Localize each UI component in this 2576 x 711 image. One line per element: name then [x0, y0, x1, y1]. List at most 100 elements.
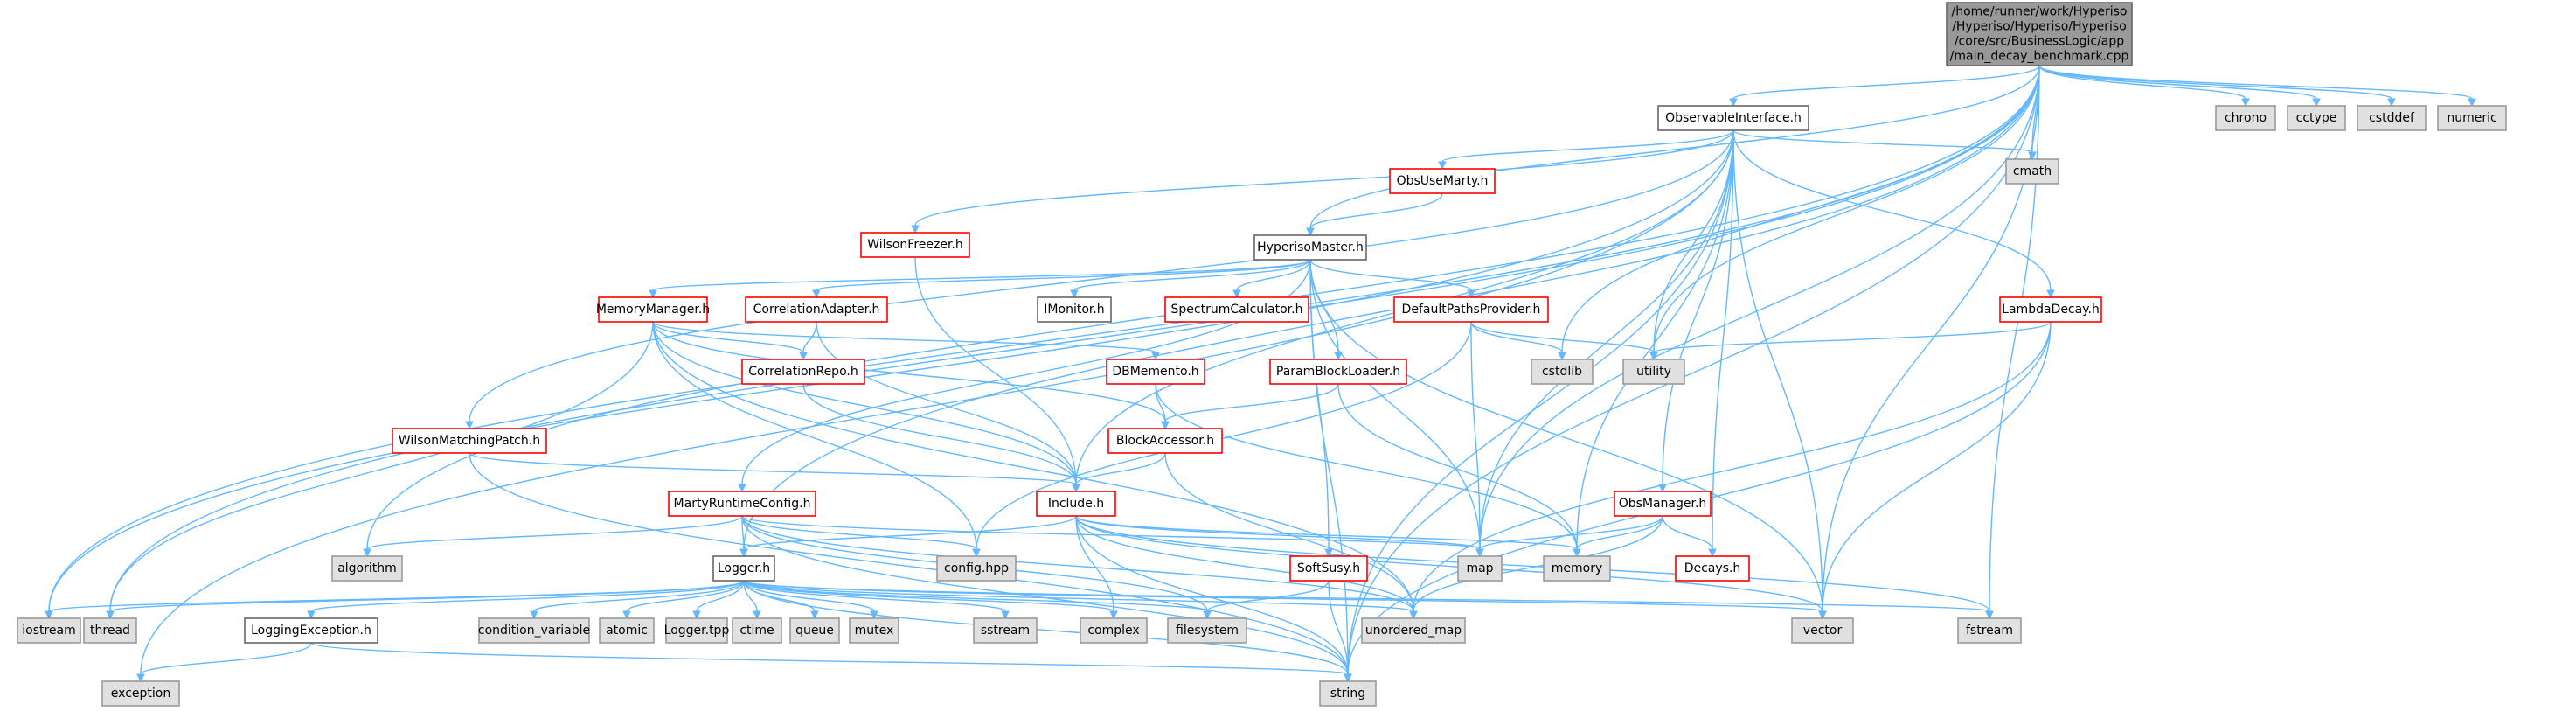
node-label-CorrelationRepo: CorrelationRepo.h: [748, 365, 858, 379]
node-map: map: [1457, 555, 1503, 582]
node-cstddef: cstddef: [2357, 105, 2427, 131]
node-box-unordered_map: [1361, 617, 1466, 644]
edge-Logger-to-condition_variable: [533, 580, 745, 612]
edge-main-to-cstddef: [2038, 65, 2392, 100]
node-memory: memory: [1543, 555, 1611, 582]
edge-ObservableInterface-to-memory: [1576, 129, 1734, 550]
edge-HyperisoMaster-to-SpectrumCalculator: [1236, 259, 1311, 291]
node-DBMemento[interactable]: DBMemento.h: [1106, 359, 1205, 385]
node-ObsManager[interactable]: ObsManager.h: [1614, 491, 1712, 517]
arrowhead-Logger-to-sstream: [1001, 610, 1010, 620]
node-box-cstdlib: [1531, 359, 1594, 385]
node-label-cstdlib: cstdlib: [1542, 365, 1582, 379]
node-confighpp: config.hpp: [936, 555, 1017, 582]
node-Decays[interactable]: Decays.h: [1675, 555, 1750, 582]
node-Logger[interactable]: Logger.h: [712, 555, 775, 582]
edge-ObservableInterface-to-ObsUseMarty: [1441, 129, 1734, 163]
edge-ObservableInterface-to-LambdaDecay: [1732, 129, 2052, 291]
edge-HyperisoMaster-to-vector: [1309, 259, 1823, 612]
node-chrono: chrono: [2215, 105, 2276, 131]
edge-ObservableInterface-to-map: [1479, 129, 1734, 550]
node-label-ctime: ctime: [739, 624, 774, 638]
node-WilsonMatchingPatch[interactable]: WilsonMatchingPatch.h: [392, 428, 547, 454]
node-HyperisoMaster[interactable]: HyperisoMaster.h: [1253, 234, 1367, 261]
edge-ObservableInterface-to-iostream: [48, 129, 1734, 612]
node-IMonitor[interactable]: IMonitor.h: [1037, 296, 1112, 323]
edge-main-to-ObservableInterface: [1732, 65, 2040, 100]
node-box-Loggertpp: [665, 617, 728, 644]
arrowhead-Logger-to-queue: [810, 610, 819, 620]
node-ObservableInterface[interactable]: ObservableInterface.h: [1657, 105, 1809, 131]
node-MartyRuntimeConfig[interactable]: MartyRuntimeConfig.h: [668, 491, 816, 517]
edge-Logger-to-mutex: [743, 580, 875, 612]
node-box-SpectrumCalculator: [1164, 296, 1309, 323]
node-BlockAccessor[interactable]: BlockAccessor.h: [1107, 428, 1223, 454]
node-main[interactable]: /home/runner/work/Hyperiso/Hyperiso/Hype…: [1946, 2, 2133, 66]
node-box-algorithm: [331, 555, 403, 582]
node-CorrelationRepo[interactable]: CorrelationRepo.h: [741, 359, 865, 385]
node-label-condition_variable: condition_variable: [478, 624, 590, 638]
node-label-fstream: fstream: [1966, 624, 2013, 638]
arrowhead-main-to-cctype: [2312, 98, 2321, 108]
edge-DefaultPathsProvider-to-cstdlib: [1470, 321, 1563, 353]
node-box-CorrelationAdapter: [745, 296, 888, 323]
node-label-mutex: mutex: [855, 624, 894, 638]
edge-main-to-utility: [1653, 65, 2040, 353]
node-box-thread: [83, 617, 137, 644]
node-label-map: map: [1466, 561, 1493, 575]
arrowhead-ObsManager-to-map: [1475, 548, 1484, 558]
edge-Include-to-vector: [1075, 515, 1823, 612]
node-label-LambdaDecay: LambdaDecay.h: [2002, 303, 2100, 317]
node-box-LoggingException: [244, 617, 378, 644]
node-box-complex: [1080, 617, 1148, 644]
node-label-main: /core/src/BusinessLogic/app: [1955, 35, 2124, 49]
node-MemoryManager[interactable]: MemoryManager.h: [596, 296, 710, 323]
node-thread: thread: [83, 617, 137, 644]
node-label-cmath: cmath: [2013, 164, 2052, 178]
arrowhead-ObservableInterface-to-WilsonMatchingPatch: [465, 421, 474, 430]
edge-Logger-to-ctime: [743, 580, 758, 612]
node-label-ObservableInterface: ObservableInterface.h: [1665, 111, 1802, 125]
edge-MemoryManager-to-CorrelationRepo: [652, 321, 804, 353]
edge-MemoryManager-to-Include: [652, 321, 1077, 485]
node-atomic: atomic: [599, 617, 655, 644]
node-label-exception: exception: [111, 687, 170, 701]
edge-main-to-string: [1347, 65, 2040, 675]
node-filesystem: filesystem: [1167, 617, 1247, 644]
node-label-string: string: [1330, 687, 1365, 701]
edge-main-to-map: [1479, 65, 2040, 550]
node-string: string: [1319, 680, 1377, 707]
node-WilsonFreezer[interactable]: WilsonFreezer.h: [860, 232, 970, 258]
arrowhead-HyperisoMaster-to-SoftSusy: [1324, 548, 1333, 558]
node-DefaultPathsProvider[interactable]: DefaultPathsProvider.h: [1393, 296, 1549, 323]
node-label-MartyRuntimeConfig: MartyRuntimeConfig.h: [674, 497, 811, 511]
edge-Logger-to-Loggertpp: [696, 580, 745, 612]
node-CorrelationAdapter[interactable]: CorrelationAdapter.h: [745, 296, 888, 323]
node-box-IMonitor: [1037, 296, 1112, 323]
node-label-confighpp: config.hpp: [944, 561, 1009, 575]
node-box-memory: [1543, 555, 1611, 582]
node-SpectrumCalculator[interactable]: SpectrumCalculator.h: [1164, 296, 1309, 323]
arrowhead-Logger-to-Loggertpp: [692, 610, 701, 620]
edge-HyperisoMaster-to-map: [1309, 259, 1481, 550]
node-Include[interactable]: Include.h: [1036, 491, 1116, 517]
node-SoftSusy[interactable]: SoftSusy.h: [1289, 555, 1368, 582]
arrowhead-LambdaDecay-to-utility: [1649, 352, 1658, 361]
node-box-filesystem: [1167, 617, 1247, 644]
node-label-thread: thread: [90, 624, 130, 638]
edge-ObservableInterface-to-exception: [140, 129, 1734, 675]
arrowhead-HyperisoMaster-to-MartyRuntimeConfig: [738, 484, 746, 493]
arrowhead-ObservableInterface-to-ObsUseMarty: [1438, 161, 1447, 171]
node-LambdaDecay[interactable]: LambdaDecay.h: [1999, 296, 2102, 323]
edges-layer: [45, 65, 2476, 683]
node-ObsUseMarty[interactable]: ObsUseMarty.h: [1389, 168, 1496, 194]
edge-Logger-to-sstream: [743, 580, 1006, 612]
node-ParamBlockLoader[interactable]: ParamBlockLoader.h: [1269, 359, 1407, 385]
node-box-Decays: [1675, 555, 1750, 582]
edge-LoggingException-to-exception: [140, 642, 312, 675]
node-LoggingException[interactable]: LoggingException.h: [244, 617, 378, 644]
node-label-sstream: sstream: [981, 624, 1030, 638]
edge-SoftSusy-to-string: [1328, 580, 1349, 675]
edge-HyperisoMaster-to-string: [1309, 259, 1349, 675]
arrowhead-ObsUseMarty-to-HyperisoMaster: [1306, 227, 1315, 237]
